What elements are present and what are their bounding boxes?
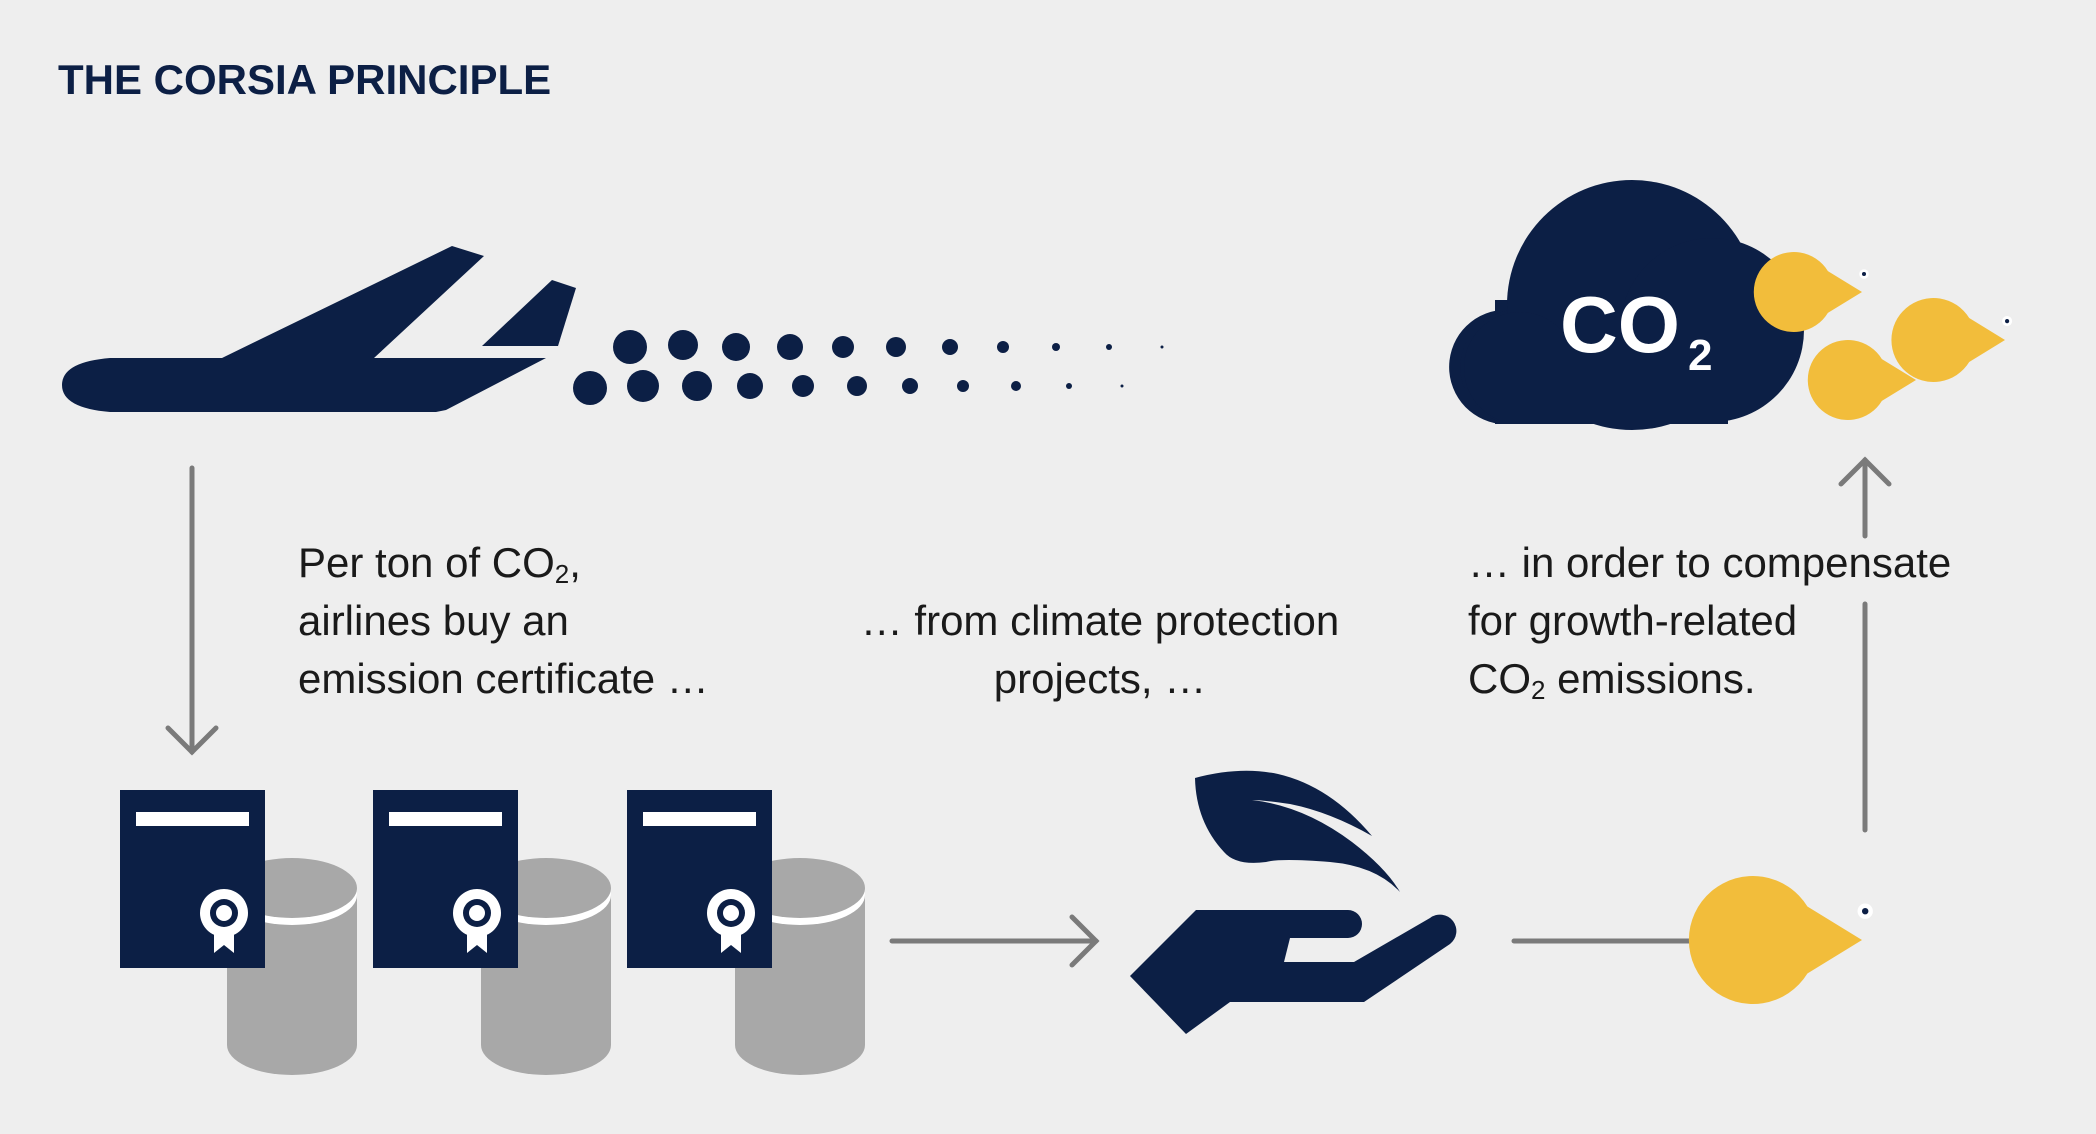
arrow-right-1: [889, 914, 1100, 968]
exhaust-dot: [722, 333, 750, 361]
caption-step-3-subscript: 2: [1531, 675, 1546, 705]
exhaust-dot: [902, 378, 918, 394]
exhaust-dot: [1011, 381, 1021, 391]
caption-step-1-line-1-end: ,: [569, 539, 581, 586]
exhaust-dot: [847, 376, 867, 396]
exhaust-dot: [777, 334, 803, 360]
exhaust-dot: [573, 371, 607, 405]
certificate-with-coins: [627, 790, 865, 1075]
exhaust-dot: [792, 375, 814, 397]
co2-cloud-icon: CO 2: [1449, 180, 1804, 430]
caption-step-1: Per ton of CO2, airlines buy an emission…: [298, 534, 709, 708]
certificate-with-coins: [120, 790, 357, 1075]
certificate-icon: [627, 790, 772, 968]
pacman-group-top: [1753, 252, 2013, 420]
exhaust-dot: [1120, 384, 1124, 388]
caption-step-2: … from climate protection projects, …: [830, 592, 1370, 708]
exhaust-dot: [1052, 343, 1060, 351]
caption-step-2-line-1: … from climate protection: [860, 597, 1340, 644]
certificate-with-coins: [373, 790, 611, 1075]
certificates-row: [120, 790, 865, 1075]
caption-step-3-line-1: … in order to compensate: [1468, 539, 1952, 586]
caption-step-3-line-3: CO: [1468, 655, 1531, 702]
airplane-icon: [62, 246, 576, 412]
exhaust-dot: [832, 336, 854, 358]
caption-step-1-subscript: 2: [554, 559, 570, 589]
exhaust-dot: [682, 371, 712, 401]
exhaust-dot: [627, 370, 659, 402]
exhaust-trail: [573, 330, 1164, 405]
cloud-label: CO: [1560, 280, 1680, 369]
exhaust-dot: [957, 380, 969, 392]
exhaust-dot: [942, 339, 958, 355]
exhaust-dot: [1106, 344, 1112, 350]
caption-step-3: … in order to compensate for growth-rela…: [1468, 534, 1951, 708]
exhaust-dot: [613, 330, 647, 364]
exhaust-dot: [1066, 383, 1072, 389]
exhaust-dot: [668, 330, 698, 360]
cloud-label-sub: 2: [1688, 331, 1712, 380]
pacman-icon: [1688, 875, 1873, 1004]
caption-step-3-line-2: for growth-related: [1468, 597, 1798, 644]
pacman-icon: [1891, 298, 2013, 382]
certificate-icon: [373, 790, 518, 968]
exhaust-dot: [886, 337, 906, 357]
caption-step-3-line-3-end: emissions.: [1545, 655, 1756, 702]
exhaust-dot: [1160, 345, 1164, 349]
page-title: THE CORSIA PRINCIPLE: [58, 56, 552, 103]
caption-step-2-line-2: projects, …: [993, 655, 1207, 702]
exhaust-dot: [997, 341, 1009, 353]
caption-step-1-line-2: airlines buy an: [298, 597, 569, 644]
hand-leaf-icon: [1130, 770, 1457, 1034]
caption-step-1-line-3: emission certificate …: [298, 655, 709, 702]
arrow-down: [165, 465, 219, 756]
exhaust-dot: [737, 373, 763, 399]
caption-step-1-line-1: Per ton of CO: [298, 539, 555, 586]
pacman-icon: [1688, 875, 1873, 1004]
certificate-icon: [120, 790, 265, 968]
arrow-up: [1838, 456, 1892, 833]
pacman-icon: [1753, 252, 1869, 332]
